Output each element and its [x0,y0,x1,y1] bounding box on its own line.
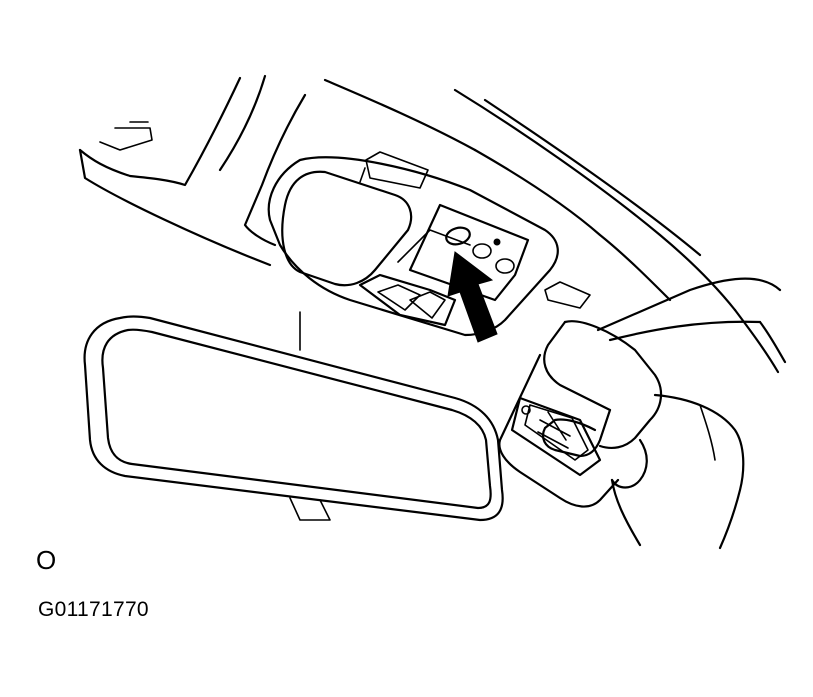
hand [541,393,745,550]
callout-letter: O [36,545,57,575]
map-light-switch-center [472,243,492,259]
pillar-lines [733,308,787,374]
overhead-console [267,151,591,337]
rear-view-mirror [83,311,504,522]
up-left-arrow-icon [447,251,498,343]
map-light-switch-left [445,226,471,246]
console-lens-cover [498,320,663,508]
map-light-switch-right [495,258,515,274]
figure-code: G01171770 [38,598,149,621]
headliner-outline [78,74,782,342]
